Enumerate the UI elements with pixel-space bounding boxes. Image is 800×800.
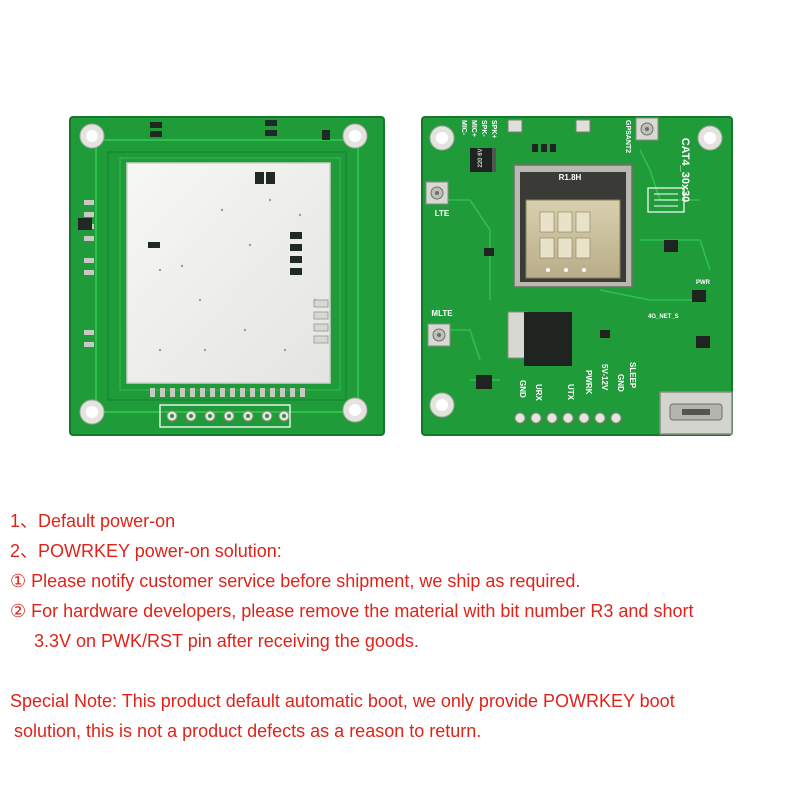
right-mounting-holes <box>429 125 723 418</box>
lte-label: LTE <box>435 209 450 218</box>
spk-plus-label: SPK+ <box>490 120 497 138</box>
special-note-cont: solution, this is not a product defects … <box>14 721 482 741</box>
note-default-power-on: 1、Default power-on <box>10 511 176 531</box>
urx-label: URX <box>534 384 543 402</box>
sleep-label: SLEEP <box>628 362 637 389</box>
left-pcb-board <box>69 116 385 436</box>
ufl-connector-lte <box>425 181 449 205</box>
sim-holder-marking: R1.8H <box>559 173 582 182</box>
utx-label: UTX <box>566 384 575 401</box>
right-header-pins <box>514 412 622 424</box>
note-powrkey-solution: 2、POWRKEY power-on solution: <box>10 541 282 561</box>
gnd-left-label: GND <box>518 380 527 398</box>
gps-label: GPSANT2 <box>624 120 631 153</box>
sim-card-holder: R1.8H <box>513 164 633 288</box>
mlte-label: MLTE <box>431 309 453 318</box>
notes-section: 1、Default power-on 2、POWRKEY power-on so… <box>10 506 796 746</box>
net-status-label: 4G_NET_S <box>648 314 679 320</box>
voltage-regulator <box>507 311 572 366</box>
cat4-label: CAT4_30x30 <box>679 138 691 203</box>
ufl-connector-mlte <box>427 323 451 347</box>
micro-usb-port <box>659 391 733 435</box>
spk-minus-label: SPK- <box>480 120 487 137</box>
label-box <box>647 187 685 213</box>
vin-label: 5V-12V <box>600 364 609 391</box>
left-mounting-holes <box>79 123 368 425</box>
pwrk-label: PWRK <box>584 370 593 395</box>
note-option-1: ① Please notify customer service before … <box>10 571 581 591</box>
gnd-right-label: GND <box>616 374 625 392</box>
tantalum-capacitor: 220 6V <box>470 148 496 172</box>
note-option-2: ② For hardware developers, please remove… <box>10 601 694 621</box>
mic-minus-label: MIC- <box>460 120 467 136</box>
ufl-connector-gps <box>635 117 659 141</box>
special-note: Special Note: This product default autom… <box>10 691 675 711</box>
note-option-2-cont: 3.3V on PWK/RST pin after receiving the … <box>34 631 419 651</box>
left-header-pins <box>159 404 291 428</box>
right-pcb-board: 220 6V R1.8H <box>421 116 733 436</box>
mic-plus-label: MIC+ <box>470 120 477 137</box>
capacitor-marking: 220 6V <box>478 148 484 167</box>
pwr-label: PWR <box>696 280 711 286</box>
product-photo: 220 6V R1.8H <box>69 116 733 436</box>
